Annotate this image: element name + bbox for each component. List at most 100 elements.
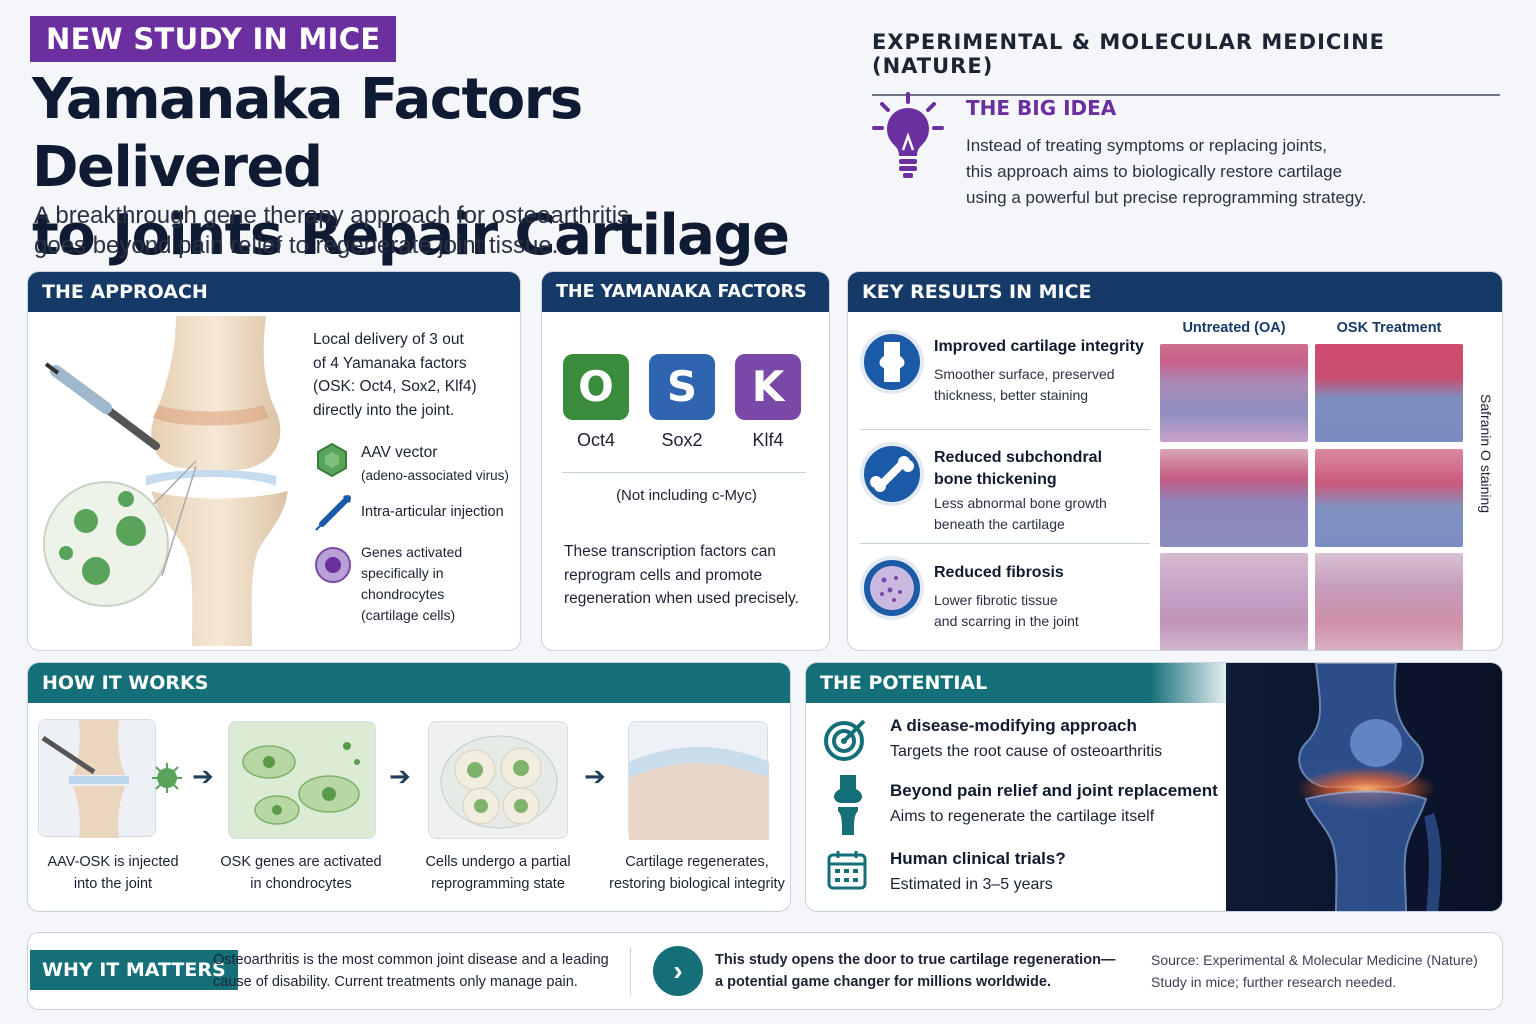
why-line: Osteoarthritis is the most common joint … xyxy=(213,952,609,968)
big-idea-line: this approach aims to biologically resto… xyxy=(966,162,1343,181)
result-item-1: Improved cartilage integrity Smoother su… xyxy=(934,336,1149,406)
arrow-right-icon: ➔ xyxy=(192,761,214,791)
factor-tile-klf4: K xyxy=(735,354,801,420)
potential-heading-bar xyxy=(806,663,1236,703)
result-line: Less abnormal bone growth xyxy=(934,495,1107,511)
result-item-2: Reduced subchondral bone thickening Less… xyxy=(934,447,1149,535)
genes-line: specifically in xyxy=(361,565,444,581)
step-caption-line: AAV-OSK is injected xyxy=(47,854,179,870)
step-caption-line: into the joint xyxy=(73,876,153,892)
factor-name-klf4: Klf4 xyxy=(752,430,784,450)
virus-icon xyxy=(152,763,182,793)
how-panel: HOW IT WORKS ➔ ➔ ➔ AAV-OSK is injected i… xyxy=(27,662,791,912)
treated-column-label: OSK Treatment xyxy=(1336,320,1442,336)
histology-treated-1 xyxy=(1315,344,1463,442)
bone-icon xyxy=(860,442,924,506)
result-line: Smoother surface, preserved xyxy=(934,366,1115,382)
divider xyxy=(860,543,1150,544)
subtitle-line-1: A breakthrough gene therapy approach for… xyxy=(34,202,630,229)
step-caption-line: Cells undergo a partial xyxy=(425,854,571,870)
histology-untreated-2 xyxy=(1160,449,1308,547)
step-3-caption: Cells undergo a partial reprogramming st… xyxy=(410,851,586,895)
result-line: beneath the cartilage xyxy=(934,516,1065,532)
approach-line: (OSK: Oct4, Sox2, Klf4) xyxy=(313,378,477,395)
calendar-icon xyxy=(827,851,867,890)
page-subtitle: A breakthrough gene therapy approach for… xyxy=(34,201,734,261)
divider xyxy=(630,947,631,995)
potential-sub: Targets the root cause of osteoarthritis xyxy=(890,743,1163,760)
histology-untreated-1 xyxy=(1160,344,1308,442)
step-4-image xyxy=(628,721,769,840)
how-heading: HOW IT WORKS xyxy=(28,663,790,703)
factors-desc-line: These transcription factors can xyxy=(564,543,776,560)
tissue-icon xyxy=(860,556,924,620)
factor-name-oct4: Oct4 xyxy=(576,430,615,450)
untreated-column-label: Untreated (OA) xyxy=(1182,320,1286,336)
title-line-2: to Joints Repair Cartilage xyxy=(32,203,790,268)
virus-icon xyxy=(317,442,347,478)
source-line: Source: Experimental & Molecular Medicin… xyxy=(1151,952,1478,968)
step-caption-line: restoring biological integrity xyxy=(609,876,785,892)
step-1-image xyxy=(38,719,156,838)
subtitle-line-2: goes beyond pain relief to regenerate jo… xyxy=(34,232,559,259)
approach-line: Local delivery of 3 out xyxy=(313,331,464,348)
histology-treated-2 xyxy=(1315,449,1463,547)
result-line: Lower fibrotic tissue xyxy=(934,592,1058,608)
approach-line: directly into the joint. xyxy=(313,401,455,419)
genes-line: (cartilage cells) xyxy=(361,607,456,623)
factor-tile-oct4: O xyxy=(563,354,629,420)
aav-title: AAV vector xyxy=(361,444,438,461)
factors-description: These transcription factors can reprogra… xyxy=(564,540,824,611)
factors-panel: THE YAMANAKA FACTORS USED O S K Oct4 Sox… xyxy=(541,271,830,651)
result-title: Improved cartilage integrity xyxy=(934,338,1144,355)
arrow-right-icon: ➔ xyxy=(584,761,606,791)
knee-joint-icon xyxy=(860,330,924,394)
knee-joint-illustration xyxy=(43,316,288,646)
source-line: Study in mice; further research needed. xyxy=(1151,974,1397,990)
factors-desc-line: reprogram cells and promote xyxy=(564,566,763,584)
knee-joint-icon xyxy=(834,775,862,835)
step-caption-line: reprogramming state xyxy=(431,876,565,892)
why-it-matters-bar: WHY IT MATTERS Osteoarthritis is the mos… xyxy=(27,932,1503,1010)
result-title: Reduced subchondral xyxy=(934,449,1103,466)
approach-line: of 4 Yamanaka factors xyxy=(313,354,467,372)
approach-description: Local delivery of 3 out of 4 Yamanaka fa… xyxy=(313,328,513,422)
page-title: Yamanaka Factors Delivered to Joints Rep… xyxy=(32,66,832,270)
result-item-3: Reduced fibrosis Lower fibrotic tissue a… xyxy=(934,562,1149,632)
result-title: bone thickening xyxy=(934,471,1057,488)
approach-panel: THE APPROACH Local delivery of 3 out of … xyxy=(27,271,521,651)
title-line-1: Yamanaka Factors Delivered xyxy=(32,67,583,200)
divider xyxy=(562,472,806,473)
big-idea-text: Instead of treating symptoms or replacin… xyxy=(966,133,1446,211)
chevron-right-icon: › xyxy=(653,946,703,996)
histology-treated-3 xyxy=(1315,553,1463,650)
aav-subtitle: (adeno-associated virus) xyxy=(361,467,509,483)
cell-icon xyxy=(315,547,351,583)
injection-label: Intra-articular injection xyxy=(361,504,504,520)
potential-sub: Aims to regenerate the cartilage itself xyxy=(890,808,1155,825)
histology-untreated-3 xyxy=(1160,553,1308,650)
stain-label: Safranin O staining xyxy=(1478,394,1494,514)
syringe-icon xyxy=(315,494,352,531)
cmyc-note: (Not including c-Myc) xyxy=(616,487,757,504)
factors-desc-line: regeneration when used precisely. xyxy=(564,590,799,607)
factors-heading: THE YAMANAKA FACTORS USED xyxy=(542,272,829,342)
study-tag: NEW STUDY IN MICE xyxy=(30,16,397,62)
step-caption-line: in chondrocytes xyxy=(250,876,352,892)
potential-item-2: Beyond pain relief and joint replacement… xyxy=(890,781,1218,826)
journal-name: EXPERIMENTAL & MOLECULAR MEDICINE (NATUR… xyxy=(872,30,1500,96)
potential-panel: THE POTENTIAL A disease-modifying approa… xyxy=(805,662,1503,912)
highlight-line: This study opens the door to true cartil… xyxy=(715,952,1116,968)
why-line: cause of disability. Current treatments … xyxy=(213,974,578,990)
step-caption-line: OSK genes are activated xyxy=(220,854,382,870)
step-4-caption: Cartilage regenerates, restoring biologi… xyxy=(602,851,790,895)
step-caption-line: Cartilage regenerates, xyxy=(625,854,769,870)
big-idea-heading: THE BIG IDEA xyxy=(966,96,1117,120)
potential-title: Human clinical trials? xyxy=(890,849,1066,868)
result-line: and scarring in the joint xyxy=(934,613,1079,629)
potential-sub: Estimated in 3–5 years xyxy=(890,876,1053,893)
potential-heading: THE POTENTIAL xyxy=(820,672,988,694)
result-title: Reduced fibrosis xyxy=(934,564,1064,581)
why-it-matters-badge: WHY IT MATTERS xyxy=(30,950,238,990)
genes-line: chondrocytes xyxy=(361,586,445,602)
